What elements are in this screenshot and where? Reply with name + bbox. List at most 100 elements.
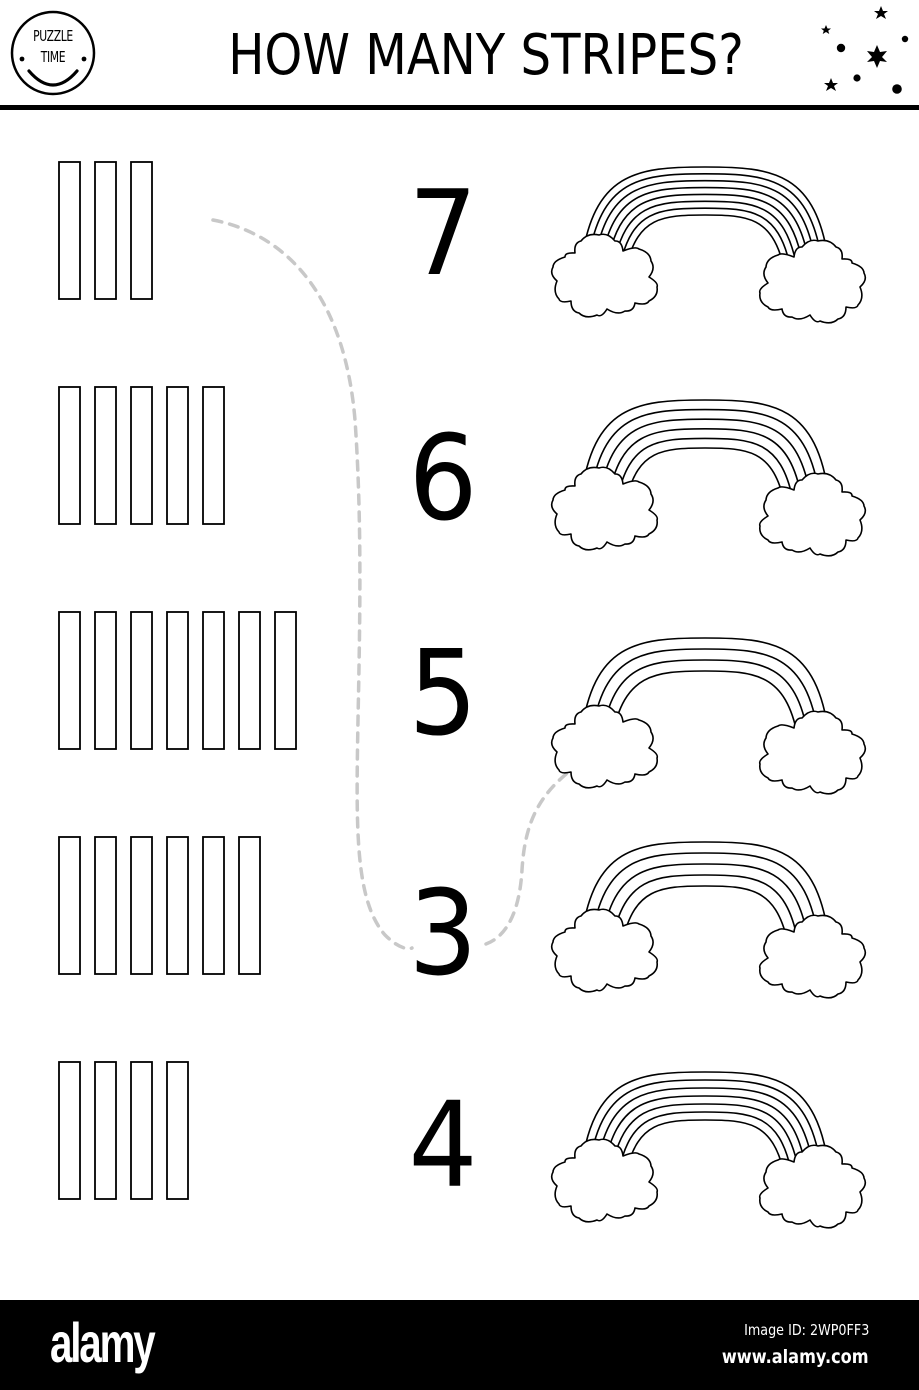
cloud-icon	[758, 710, 867, 795]
rainbow-arc	[610, 1103, 800, 1171]
star-icon	[867, 45, 887, 68]
cloud-icon	[550, 466, 659, 551]
stripe-bar	[166, 836, 189, 975]
rainbow-arc	[595, 1087, 815, 1171]
dot-icon	[892, 84, 902, 94]
stripe-bar	[58, 161, 81, 300]
rainbow-arc	[580, 841, 830, 941]
stripe-group[interactable]	[58, 1061, 189, 1200]
rainbow-arc	[599, 186, 811, 266]
rainbow-arc	[586, 173, 824, 266]
rainbow-arc	[589, 408, 821, 499]
stripe-bar	[202, 611, 225, 750]
stripe-bar	[166, 386, 189, 525]
rainbow-icon[interactable]	[550, 166, 867, 324]
rainbow-arc	[580, 166, 830, 266]
puzzle-row	[58, 161, 867, 324]
image-id-label: Image ID: 2WP0FF3	[743, 1321, 869, 1339]
answer-number[interactable]: 3	[408, 864, 478, 1002]
dashed-answer-path	[211, 218, 587, 951]
stripe-bar	[274, 611, 297, 750]
rainbow-arc	[619, 207, 791, 266]
rainbow-arc	[603, 1095, 807, 1171]
puzzle-row	[58, 1061, 867, 1229]
stripe-bar	[130, 611, 153, 750]
cloud-icon	[758, 472, 867, 557]
stripe-bar	[58, 386, 81, 525]
rainbow-arc	[606, 193, 804, 266]
star-icon	[824, 78, 838, 91]
stripe-bar	[94, 611, 117, 750]
rainbow-arc	[618, 1111, 792, 1171]
stripe-group[interactable]	[58, 386, 225, 525]
stripe-group[interactable]	[58, 161, 153, 300]
puzzle-row	[58, 836, 867, 999]
footer-bar	[0, 1300, 919, 1390]
worksheet-page: PUZZLE TIME HOW MANY STRIPES? 7 6 5 3 4	[0, 6, 919, 1229]
rainbow-arc	[625, 214, 785, 266]
stripe-bar	[202, 836, 225, 975]
stripe-bar	[130, 1061, 153, 1200]
smiley-circle-icon	[10, 10, 96, 96]
dot-icon	[901, 35, 909, 43]
alamy-logo: alamy	[50, 1311, 156, 1374]
star-icon	[874, 6, 888, 19]
page-title: HOW MANY STRIPES?	[228, 23, 744, 88]
rainbow-arc	[625, 447, 785, 499]
stripe-bar	[94, 836, 117, 975]
rainbow-arc	[590, 648, 820, 737]
stripe-bar	[166, 611, 189, 750]
answer-number[interactable]: 5	[408, 624, 478, 762]
rainbow-icon[interactable]	[550, 1071, 867, 1229]
answer-number[interactable]: 6	[408, 409, 478, 547]
rainbow-arc	[580, 399, 830, 499]
answer-number[interactable]: 4	[408, 1076, 478, 1214]
stripe-bar	[238, 611, 261, 750]
stars-decoration-icon	[821, 6, 909, 94]
rainbow-icon[interactable]	[550, 841, 867, 999]
cloud-icon	[758, 914, 867, 999]
puzzle-row	[58, 611, 867, 795]
stripe-bar	[58, 1061, 81, 1200]
rainbow-icon[interactable]	[550, 399, 867, 557]
rainbow-arc	[622, 885, 788, 941]
stripe-bar	[130, 836, 153, 975]
rainbow-arc	[611, 670, 799, 737]
cloud-icon	[550, 1138, 659, 1223]
rainbow-arc	[611, 874, 799, 941]
stripe-bar	[166, 1061, 189, 1200]
answer-number[interactable]: 7	[408, 164, 478, 302]
stripe-group[interactable]	[58, 836, 261, 975]
rainbow-arc	[601, 863, 809, 941]
rainbow-icon[interactable]	[550, 637, 867, 795]
rainbow-arc	[580, 637, 830, 737]
logo-text-puzzle: PUZZLE	[33, 27, 73, 45]
puzzle-row	[58, 386, 867, 557]
rainbow-arc	[587, 1079, 823, 1171]
rainbow-arc	[612, 200, 798, 266]
rainbow-arc	[625, 1119, 785, 1171]
alamy-url-link[interactable]: www.alamy.com	[722, 1346, 869, 1368]
cloud-icon	[550, 233, 659, 318]
stripe-bar	[94, 386, 117, 525]
stripe-bar	[58, 611, 81, 750]
rainbow-arc	[607, 427, 803, 499]
dot-icon	[853, 74, 861, 82]
header-divider	[0, 105, 919, 110]
stripe-bar	[238, 836, 261, 975]
stripe-group[interactable]	[58, 611, 297, 750]
stripe-bar	[58, 836, 81, 975]
rainbow-arc	[616, 437, 794, 499]
worksheet-canvas	[58, 161, 867, 1229]
star-icon	[821, 25, 831, 34]
rainbow-arc	[580, 1071, 830, 1171]
dot-icon	[836, 43, 846, 53]
rainbow-arc	[601, 659, 809, 737]
logo-text-time: TIME	[40, 48, 66, 66]
rainbow-arc	[593, 179, 817, 266]
stripe-bar	[94, 1061, 117, 1200]
rainbow-arc	[590, 852, 820, 941]
rainbow-arc	[598, 418, 812, 499]
cloud-icon	[758, 239, 867, 324]
stripe-bar	[130, 386, 153, 525]
